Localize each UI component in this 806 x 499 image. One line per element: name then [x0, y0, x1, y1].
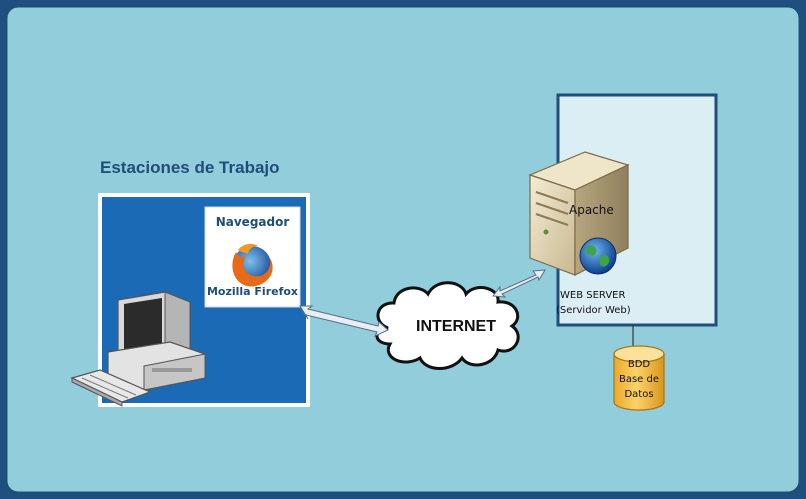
database-label-line2: Base de	[618, 374, 660, 385]
firefox-icon	[232, 243, 273, 287]
internet-label: INTERNET	[416, 318, 496, 335]
arrow-internet-server	[492, 269, 546, 298]
globe-icon	[579, 237, 617, 275]
server-label-line2: (Servidor Web)	[556, 305, 631, 316]
computer-icon	[70, 291, 206, 407]
workstations-title: Estaciones de Trabajo	[100, 158, 280, 177]
browser-name: Mozilla Firefox	[206, 285, 299, 298]
database-label-line3: Datos	[624, 389, 654, 400]
database-label-line1: BDD	[627, 359, 651, 370]
server-software-label: Apache	[569, 203, 614, 217]
browser-title: Navegador	[215, 215, 290, 229]
arrow-browser-internet	[299, 305, 389, 338]
database-icon	[613, 345, 665, 411]
internet-cloud	[375, 281, 520, 370]
server-label-line1: WEB SERVER	[560, 290, 626, 301]
